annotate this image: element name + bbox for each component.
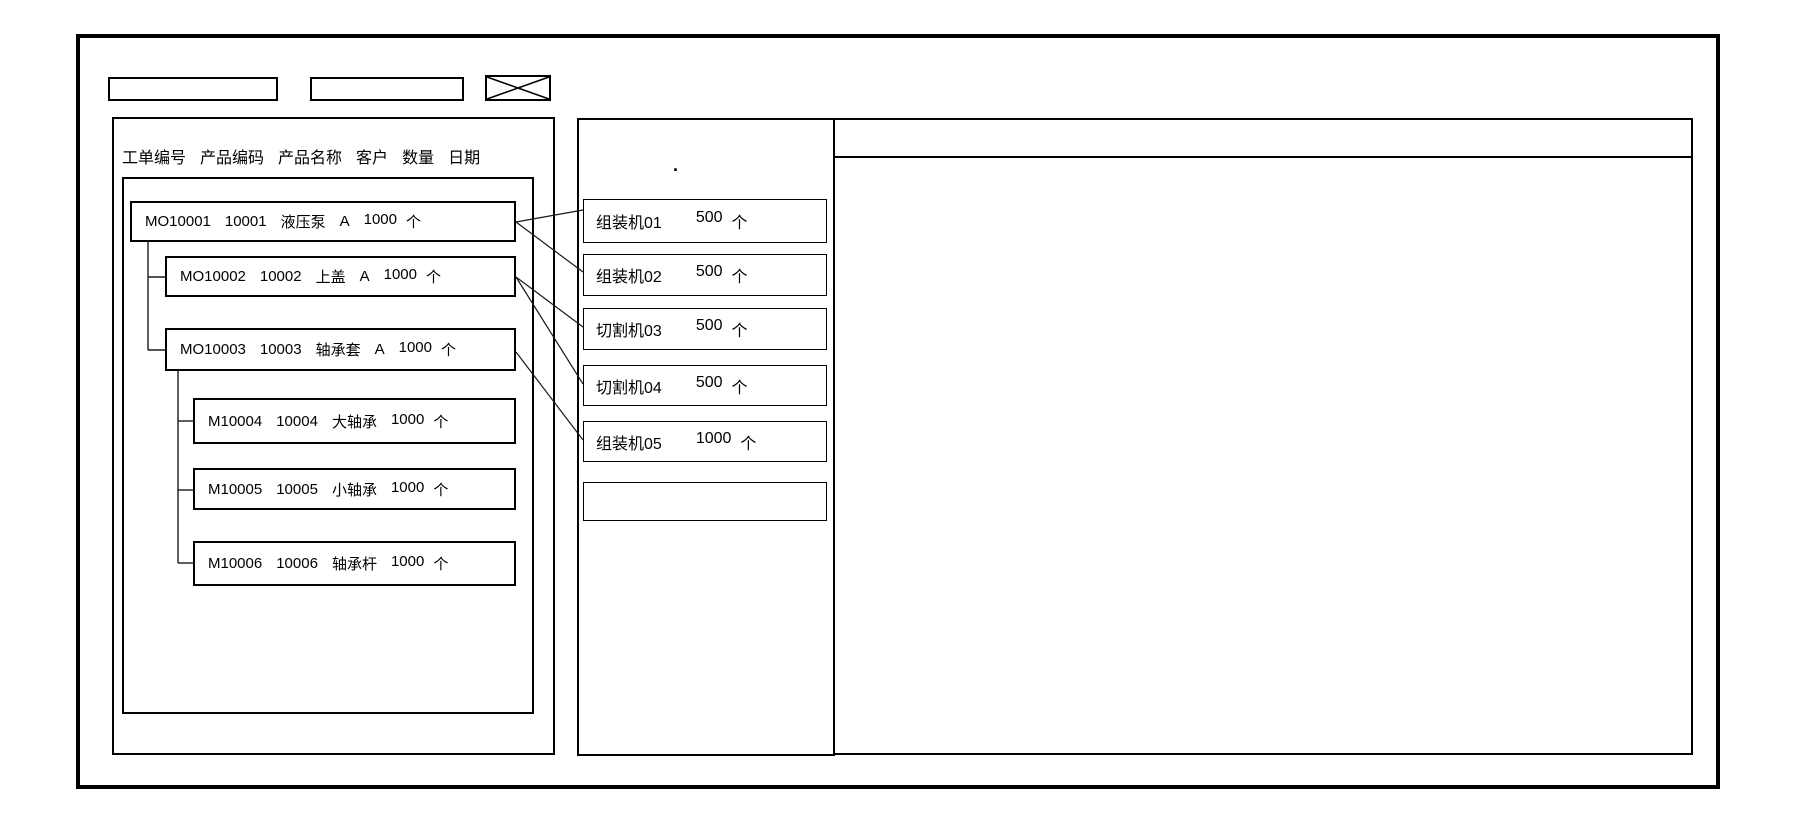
- column-header-row: 工单编号 产品编码 产品名称 客户 数量 日期: [122, 145, 480, 167]
- machine-name: 切割机03: [596, 323, 662, 340]
- machine-slot-2[interactable]: 组装机02 500 个: [583, 254, 827, 296]
- order-node-1[interactable]: MO10001 10001 液压泵 A 1000 个: [130, 201, 516, 242]
- order-id: MO10002: [180, 268, 246, 285]
- machine-slot-5[interactable]: 组装机05 1000 个: [583, 421, 827, 462]
- product-name: 轴承杆: [331, 556, 377, 573]
- machine-slot-1[interactable]: 组装机01 500 个: [583, 199, 827, 243]
- unit: 个: [426, 269, 442, 286]
- order-id: M10006: [208, 555, 263, 572]
- order-node-6[interactable]: M10006 10006 轴承杆 1000 个: [193, 541, 516, 586]
- column-header-product-name: 产品名称: [278, 150, 343, 167]
- machine-qty: 500: [695, 373, 723, 391]
- machine-unit: 个: [731, 269, 748, 286]
- product-code: 10004: [276, 412, 318, 430]
- unit: 个: [441, 342, 457, 359]
- machine-unit: 个: [740, 435, 757, 453]
- qty: 1000: [363, 211, 397, 228]
- schedule-panel-divider: [835, 156, 1693, 158]
- machine-slot-3[interactable]: 切割机03 500 个: [583, 308, 827, 350]
- unit: 个: [433, 556, 449, 573]
- order-node-5[interactable]: M10005 10005 小轴承 1000 个: [193, 468, 516, 510]
- order-node-4[interactable]: M10004 10004 大轴承 1000 个: [193, 398, 516, 444]
- customer: A: [359, 268, 370, 285]
- column-header-order-no: 工单编号: [122, 150, 187, 167]
- customer: A: [374, 341, 385, 358]
- product-name: 大轴承: [331, 413, 377, 431]
- product-code: 10003: [259, 341, 302, 358]
- product-code: 10005: [276, 480, 318, 498]
- order-id: MO10003: [180, 341, 246, 358]
- unit: 个: [433, 481, 449, 499]
- column-header-date: 日期: [448, 150, 481, 167]
- product-name: 液压泵: [280, 214, 326, 231]
- window-frame: [76, 34, 1720, 789]
- product-name: 上盖: [315, 269, 346, 286]
- unit: 个: [433, 413, 449, 431]
- qty: 1000: [390, 478, 425, 496]
- machine-name: 切割机04: [596, 379, 662, 397]
- machine-name: 组装机01: [596, 215, 662, 232]
- machine-unit: 个: [731, 323, 748, 340]
- machine-slot-empty[interactable]: [583, 482, 827, 521]
- machine-qty: 500: [695, 209, 723, 226]
- qty: 1000: [390, 410, 425, 428]
- machine-qty: 500: [695, 263, 723, 280]
- toolbar-input-2[interactable]: [310, 77, 464, 101]
- image-placeholder-icon: [485, 75, 551, 101]
- order-id: M10005: [208, 480, 263, 498]
- machine-qty: 1000: [695, 429, 732, 447]
- order-id: M10004: [208, 412, 263, 430]
- product-code: 10006: [276, 555, 318, 572]
- product-code: 10002: [259, 268, 302, 285]
- customer: A: [339, 213, 350, 230]
- order-node-2[interactable]: MO10002 10002 上盖 A 1000 个: [165, 256, 516, 297]
- panel-dot: .: [673, 155, 679, 175]
- schedule-panel: [835, 118, 1693, 755]
- machine-name: 组装机02: [596, 269, 662, 286]
- order-tree-container: [122, 177, 534, 714]
- qty: 1000: [383, 266, 417, 283]
- qty: 1000: [390, 553, 425, 570]
- qty: 1000: [398, 339, 432, 356]
- order-id: MO10001: [145, 213, 211, 230]
- product-name: 小轴承: [331, 481, 377, 499]
- column-header-customer: 客户: [356, 150, 389, 167]
- unit: 个: [406, 214, 422, 231]
- machine-unit: 个: [731, 379, 748, 397]
- column-header-product-code: 产品编码: [200, 150, 265, 167]
- order-node-3[interactable]: MO10003 10003 轴承套 A 1000 个: [165, 328, 516, 371]
- machine-unit: 个: [731, 215, 748, 232]
- column-header-qty: 数量: [402, 150, 435, 167]
- machine-qty: 500: [695, 317, 723, 334]
- product-code: 10001: [224, 213, 267, 230]
- product-name: 轴承套: [315, 342, 361, 359]
- toolbar-input-1[interactable]: [108, 77, 278, 101]
- machine-name: 组装机05: [596, 435, 662, 453]
- machine-slot-4[interactable]: 切割机04 500 个: [583, 365, 827, 406]
